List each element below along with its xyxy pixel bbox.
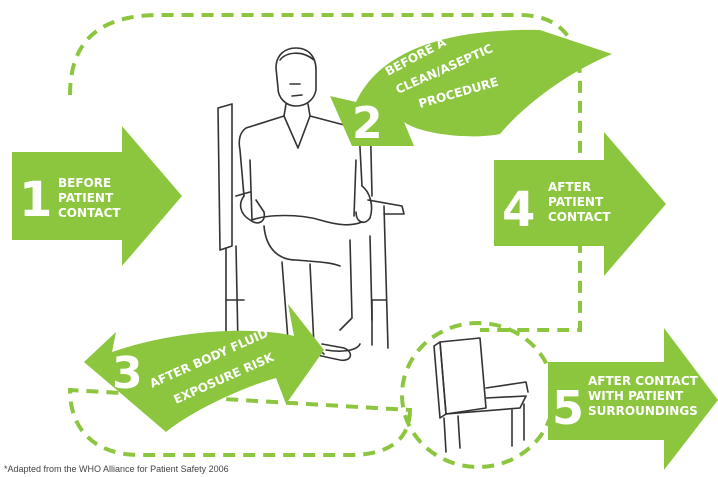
moment-3-arrow: 3 AFTER BODY FLUID EXPOSURE RISK — [84, 304, 324, 432]
empty-chair-illustration — [434, 338, 528, 452]
moment-2-arrow: 2 BEFORE A CLEAN/ASEPTIC PROCEDURE — [330, 30, 612, 149]
moment-5-arrow: 5 AFTER CONTACT WITH PATIENT SURROUNDING… — [548, 328, 718, 470]
moment-4-number: 4 — [502, 182, 535, 238]
moment-4-label-line-1: AFTER — [548, 180, 591, 194]
source-footnote: *Adapted from the WHO Alliance for Patie… — [4, 464, 229, 474]
moment-5-label-line-3: SURROUNDINGS — [588, 404, 698, 418]
moment-5-label-line-1: AFTER CONTACT — [588, 374, 699, 388]
moment-4-label-line-2: PATIENT — [548, 195, 604, 209]
moment-1-number: 1 — [19, 172, 52, 228]
moment-1-arrow: 1 BEFORE PATIENT CONTACT — [12, 126, 182, 266]
moment-5-label-line-2: WITH PATIENT — [588, 389, 684, 403]
moment-5-number: 5 — [552, 381, 584, 435]
moment-4-label-line-3: CONTACT — [548, 210, 611, 224]
moment-3-number: 3 — [112, 348, 143, 399]
moment-1-label-line-3: CONTACT — [58, 206, 121, 220]
moment-1-label-line-2: PATIENT — [58, 191, 114, 205]
moment-1-label-line-1: BEFORE — [58, 176, 111, 190]
surroundings-zone-boundary — [402, 323, 554, 467]
moment-4-arrow: 4 AFTER PATIENT CONTACT — [494, 132, 666, 276]
moment-2-number: 2 — [352, 98, 383, 149]
